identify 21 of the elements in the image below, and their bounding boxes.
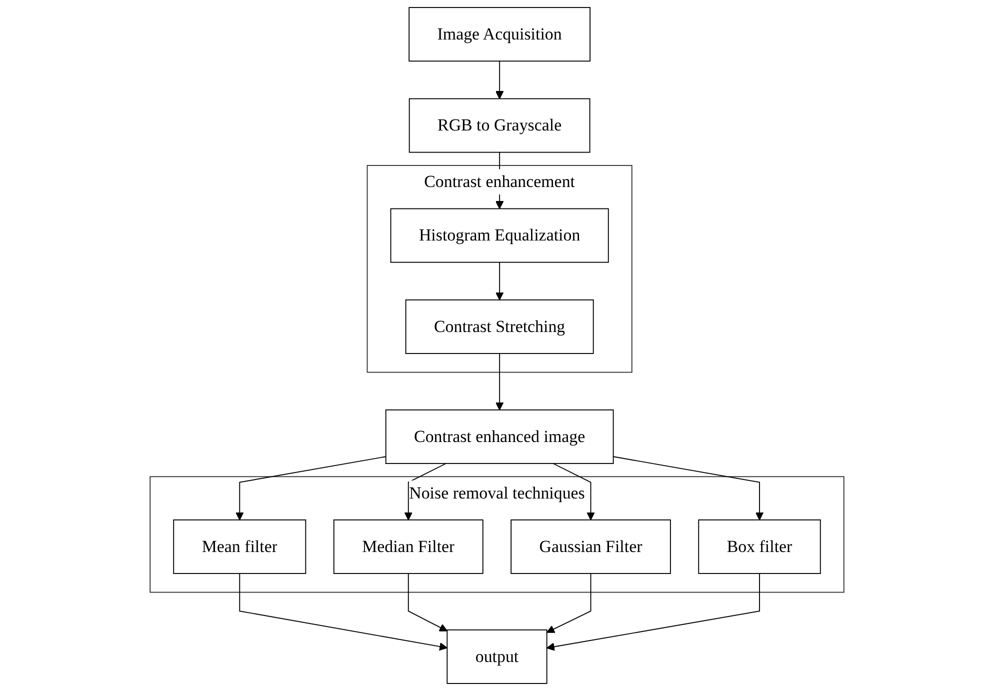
node-box: Image Acquisition — [408, 7, 591, 62]
node-box: Box filter — [698, 519, 821, 574]
arrow — [495, 60, 504, 100]
arrow — [495, 353, 504, 410]
node-box: Median Filter — [333, 519, 484, 574]
arrow — [495, 262, 504, 300]
node-box: output — [446, 629, 548, 684]
arrow — [236, 456, 386, 520]
arrow — [546, 573, 592, 633]
node-box: Contrast enhanced image — [385, 409, 614, 464]
arrow — [612, 456, 764, 520]
node-box: Mean filter — [173, 519, 306, 574]
node-box: RGB to Grayscale — [408, 98, 590, 153]
node-box: Gaussian Filter — [510, 519, 671, 574]
arrow — [546, 573, 760, 651]
arrow — [552, 463, 595, 520]
arrow — [239, 573, 448, 651]
node-box: Histogram Equalization — [390, 208, 609, 263]
arrow — [404, 463, 446, 520]
node-box: Contrast Stretching — [405, 299, 594, 354]
arrow — [408, 573, 448, 632]
